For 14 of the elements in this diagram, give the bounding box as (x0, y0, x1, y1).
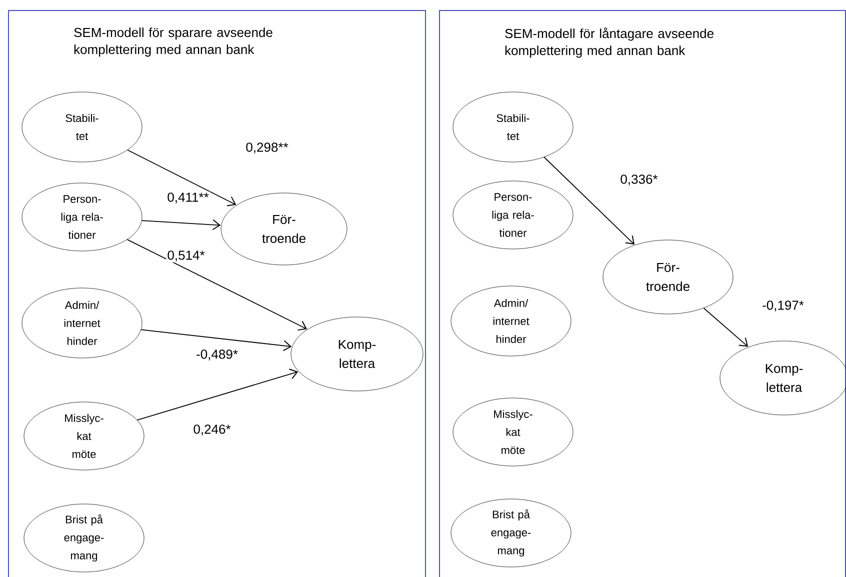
arrow (703, 308, 748, 347)
arrow (127, 150, 236, 206)
edge-label: -0,197* (761, 300, 805, 312)
arrow (136, 368, 298, 420)
arrow (141, 219, 221, 230)
arrow (544, 156, 635, 245)
edge-label: 0,298** (244, 142, 290, 154)
arrow (140, 329, 292, 352)
edge-label: 0,246* (192, 424, 232, 436)
arrow (126, 239, 308, 331)
edge-label: 0,411** (166, 192, 210, 204)
edge-label: 0,514* (166, 250, 206, 262)
edge-label: -0,489* (195, 348, 239, 362)
edge-label: 0,336* (619, 174, 659, 186)
